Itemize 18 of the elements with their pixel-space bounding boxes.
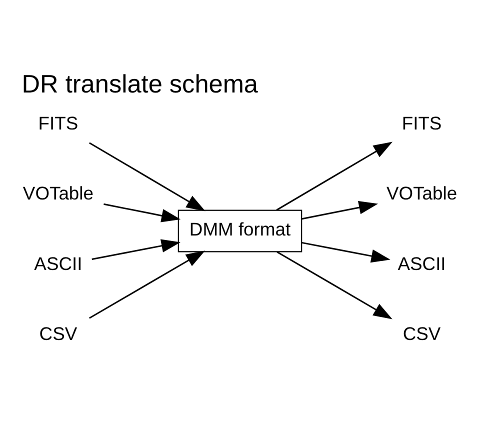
arrow: [302, 200, 378, 220]
arrow: [276, 251, 392, 320]
node-text: ASCII: [34, 252, 82, 274]
node-text: CSV: [402, 323, 441, 344]
node-text: ASCII: [398, 252, 446, 274]
diagram-title: DR translate schema: [22, 70, 258, 98]
arrow: [276, 142, 393, 211]
node-text: FITS: [402, 112, 442, 134]
arrow: [89, 250, 206, 319]
arrow: [104, 203, 181, 222]
node-text: VOTable: [386, 182, 458, 204]
node-text: VOTable: [22, 182, 94, 204]
node-text: FITS: [38, 112, 78, 134]
arrow: [89, 142, 206, 212]
node-box: DMM format: [178, 210, 302, 252]
arrow: [92, 239, 180, 260]
arrow: [302, 242, 390, 263]
node-text: CSV: [39, 323, 78, 344]
